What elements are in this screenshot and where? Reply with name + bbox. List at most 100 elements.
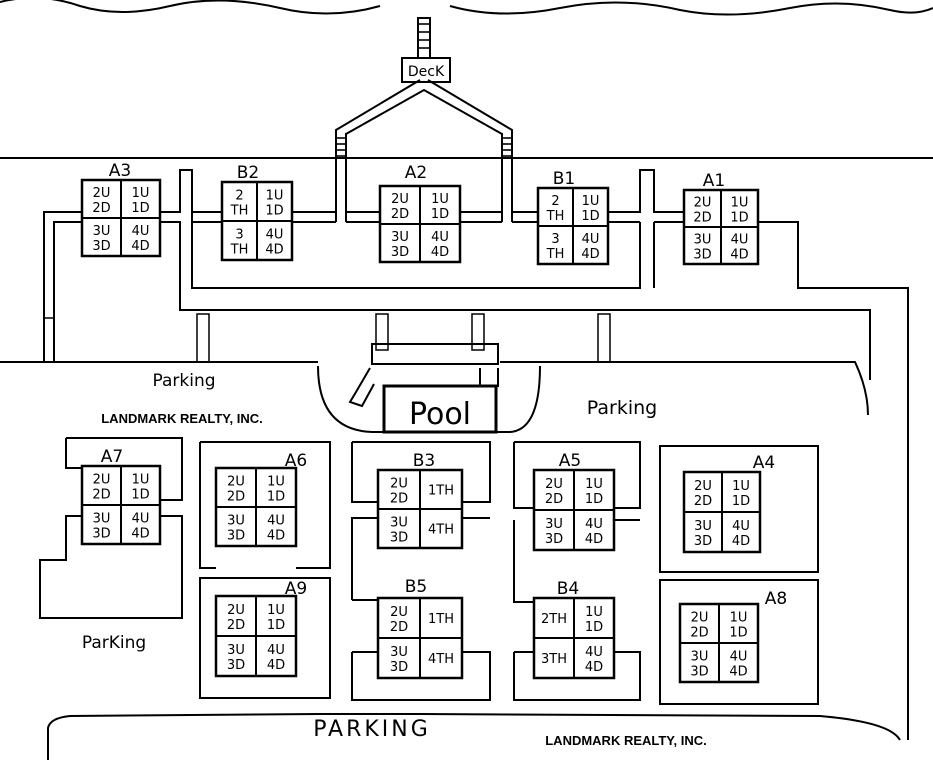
realty-label-top: LANDMARK REALTY, INC.: [101, 411, 263, 426]
building-label: B5: [405, 577, 427, 597]
building-label: A3: [109, 161, 131, 181]
pool-label: Pool: [409, 397, 471, 432]
unit-cell: 4TH: [428, 652, 454, 667]
parking-label-bottom: PARKING: [313, 717, 431, 742]
building-label: A7: [101, 447, 123, 467]
building-label: A5: [559, 451, 581, 471]
parking-label-lower-left: ParKing: [82, 633, 146, 653]
building-label: A1: [703, 171, 725, 191]
parking-edge: [0, 361, 869, 416]
boardwalk: [335, 17, 513, 222]
water-waves: [0, 0, 933, 16]
building-label: B4: [557, 579, 579, 599]
lower-walkways: [39, 437, 819, 705]
parking-label-right: Parking: [587, 397, 657, 419]
walkways-top: [43, 169, 909, 740]
realty-label-bottom: LANDMARK REALTY, INC.: [545, 733, 707, 748]
unit-cell: 1TH: [428, 612, 454, 627]
deck-label: DecK: [408, 64, 445, 80]
building-label: A9: [285, 579, 307, 599]
building-label: A2: [405, 163, 427, 183]
unit-cell: 3TH: [541, 652, 567, 667]
parking-curb: [47, 713, 901, 760]
building-label: A6: [285, 451, 307, 471]
stairs-top: [43, 313, 611, 363]
building-label: B1: [553, 169, 575, 189]
building-label: A4: [753, 453, 775, 473]
building-label: A8: [765, 589, 787, 609]
unit-cell: 1TH: [428, 484, 454, 499]
deck-box: [401, 57, 451, 83]
parking-label-left: Parking: [152, 371, 215, 391]
pool-area: [317, 343, 541, 434]
building-label: B2: [237, 163, 259, 183]
unit-cell: 4TH: [428, 523, 454, 538]
building-label: B3: [413, 451, 435, 471]
